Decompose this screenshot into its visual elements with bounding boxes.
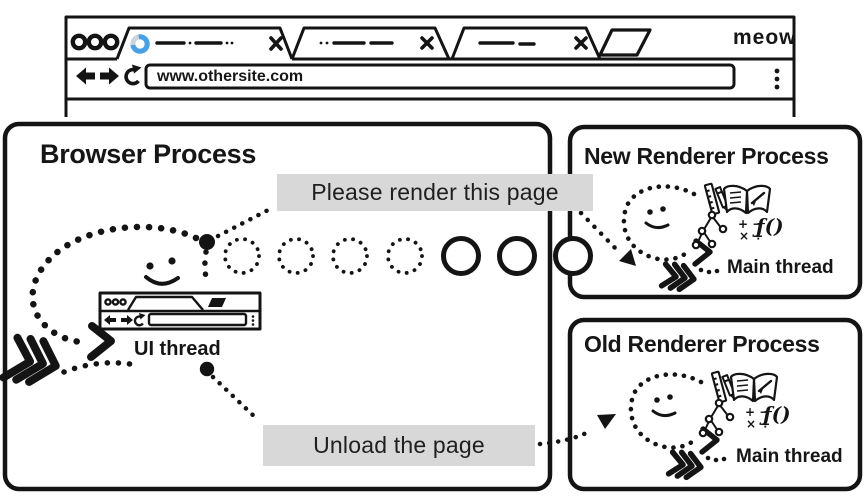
browser-process-doodles [0, 205, 275, 422]
dotted-circle [223, 237, 261, 275]
solid-circle [497, 236, 537, 276]
dotted-circle [277, 237, 315, 275]
tab-title-scribble [478, 41, 536, 46]
menu-dots-icon [774, 68, 780, 90]
render-arrowhead-icon [619, 249, 636, 266]
solid-circle-crossing-boundary [553, 236, 593, 276]
refresh-icon [124, 64, 142, 86]
function-icon: ƒ() [752, 214, 784, 238]
loop-arrowhead-icon [87, 322, 115, 361]
message-origin-dot [199, 361, 215, 377]
new-renderer-title: New Renderer Process [584, 143, 829, 169]
url-bar [144, 63, 736, 90]
ui-thread-label: UI thread [134, 338, 221, 360]
loop-right-trail [202, 249, 210, 287]
dotted-circle [386, 237, 424, 275]
smiley-icon [644, 206, 670, 230]
tab-close-icon [420, 36, 434, 50]
main-thread-loop [621, 184, 697, 262]
speed-chevrons-icon [658, 261, 697, 293]
dom-tree-icon [691, 210, 728, 250]
main-thread-illustration: + − × ÷ ƒ() [621, 182, 784, 293]
dotted-link-to-unload-label [210, 374, 260, 422]
url-text: www.othersite.com [157, 68, 304, 85]
tab-title-scribble [319, 41, 394, 45]
ui-thread-loop [29, 223, 200, 346]
svg-text:× ÷: × ÷ [739, 229, 763, 243]
smiley-icon [144, 257, 180, 286]
browser-process-box [2, 121, 553, 492]
unload-arrowhead-icon [597, 414, 616, 429]
browser-process-title: Browser Process [40, 139, 257, 169]
traffic-lights-icon [70, 33, 120, 51]
window-frame [64, 15, 796, 117]
tab-close-icon [574, 36, 588, 50]
chevrons-dotted-trail [61, 360, 139, 375]
ui-thread-browser-icon [98, 291, 262, 331]
svg-text:+ −: + − [738, 217, 762, 231]
message-origin-dot [199, 234, 215, 250]
speed-chevrons-icon [0, 333, 60, 386]
old-renderer-title: Old Renderer Process [584, 331, 820, 357]
please-render-label: Please render this page [277, 174, 593, 211]
dotted-link-to-render-label [215, 205, 275, 239]
browser-brand: meow [733, 26, 797, 49]
trail-dots [698, 267, 720, 275]
loop-arrowhead-icon [692, 238, 713, 267]
main-thread-label-new: Main thread [727, 257, 834, 278]
tab-title-scribble [155, 41, 234, 45]
solid-circle [441, 236, 481, 276]
ipc-circles [223, 236, 593, 276]
tab-loading-spinner-icon [130, 34, 150, 54]
dotted-circle [331, 237, 369, 275]
tab-close-icon [269, 36, 283, 51]
tab-active [115, 26, 294, 60]
tab-2 [290, 26, 451, 60]
forward-icon [100, 67, 119, 85]
main-thread-label-old: Main thread [736, 446, 843, 467]
new-tab-button-icon [598, 28, 652, 57]
browser-window-drawing [64, 15, 796, 117]
unload-label: Unload the page [263, 425, 535, 466]
message-arrows [537, 210, 636, 447]
back-icon [76, 67, 95, 85]
render-arrow-dots [578, 210, 621, 254]
math-icon: + − × ÷ [738, 217, 763, 243]
tab-3 [450, 26, 602, 60]
unload-arrow-dots [537, 428, 593, 447]
book-icon [722, 184, 772, 215]
